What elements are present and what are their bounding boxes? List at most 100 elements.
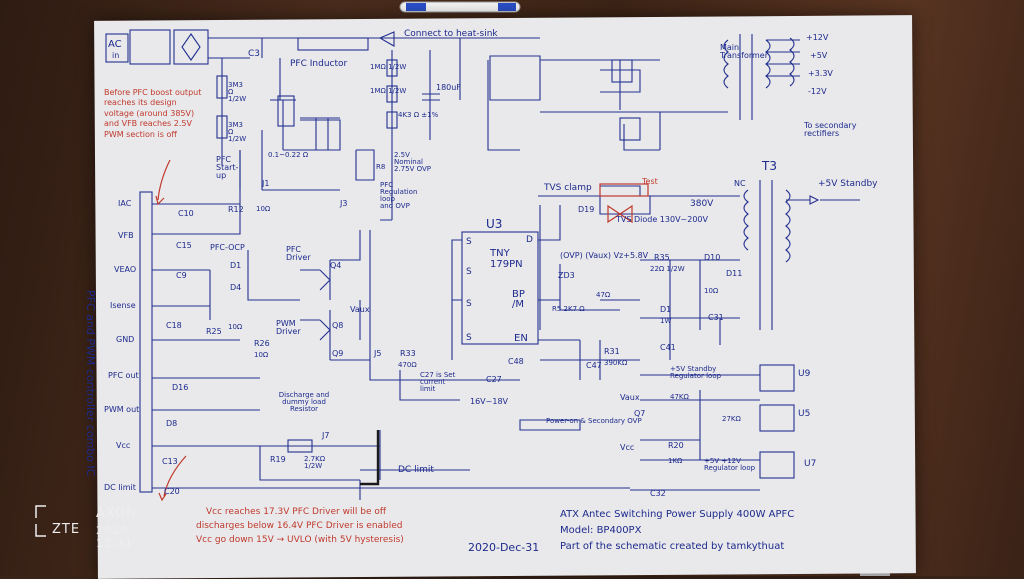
pen bbox=[398, 0, 528, 16]
r25-label: R25 bbox=[206, 327, 222, 336]
q8-label: Q8 bbox=[332, 321, 344, 330]
ac-in-label-2: in bbox=[112, 51, 120, 60]
main-transformer-label: Main Transformer bbox=[720, 43, 769, 60]
d10-label: D10 bbox=[704, 253, 721, 262]
v380-label: 380V bbox=[690, 199, 714, 209]
s-pin-1: S bbox=[466, 237, 472, 247]
r33-label: R33 bbox=[400, 349, 416, 358]
reg-512-label: +5V +12V Regulator loop bbox=[704, 457, 756, 472]
standby-label: +5V Standby bbox=[818, 179, 878, 189]
u9-label: U9 bbox=[798, 369, 811, 379]
r27k-label: 27KΩ bbox=[722, 415, 741, 423]
r19-label: R19 bbox=[270, 455, 286, 464]
pfc-inductor-label: PFC Inductor bbox=[290, 59, 348, 69]
t3-label: T3 bbox=[762, 159, 777, 173]
bp-label: BP /M bbox=[512, 289, 525, 310]
pwm-driver-label: PWM Driver bbox=[276, 319, 301, 336]
u3-tny-ic bbox=[461, 231, 539, 345]
r35-label: R35 bbox=[654, 253, 670, 262]
s-pin-2: S bbox=[466, 267, 472, 277]
s-pin-3: S bbox=[466, 299, 472, 309]
v-range-label: 16V~18V bbox=[470, 397, 509, 406]
r-1m-a: 1MΩ 1/2W bbox=[370, 63, 407, 71]
d1-right-value: 1W bbox=[660, 317, 672, 325]
pfc-driver-label: PFC Driver bbox=[286, 245, 311, 262]
standby-loop-label: +5V Standby Regulator loop bbox=[670, 365, 722, 380]
cap-180uf: 180uF bbox=[436, 83, 461, 92]
test-label: Test bbox=[642, 177, 658, 186]
zd3-label: ZD3 bbox=[558, 271, 575, 280]
title-line-2: Model: BP400PX bbox=[560, 525, 642, 536]
watermark-zte: ZTE bbox=[52, 522, 81, 537]
ic-title: PFC and PWM controller combo IC bbox=[84, 290, 97, 477]
vcc-right-label: Vcc bbox=[620, 443, 635, 452]
sec-output-1: +5V bbox=[810, 51, 828, 60]
pin-vfb: VFB bbox=[118, 231, 134, 240]
r31-label: R31 bbox=[604, 347, 620, 356]
d16-label: D16 bbox=[172, 383, 189, 392]
c32-label: C32 bbox=[650, 489, 666, 498]
r-3m3-a: 3M3 Ω 1/2W bbox=[228, 81, 247, 103]
pin-pfc-out: PFC out bbox=[108, 371, 139, 380]
r47k-label: 47KΩ bbox=[670, 393, 689, 401]
r8-label: R8 bbox=[376, 163, 386, 171]
pin-isense: Isense bbox=[110, 301, 136, 310]
bridge-rectifier bbox=[173, 29, 209, 65]
r35-value: 22Ω 1/2W bbox=[650, 265, 685, 273]
r-4k3: 4K3 Ω ±1% bbox=[398, 111, 439, 119]
sec-output-2: +3.3V bbox=[808, 69, 833, 78]
ovp-vaux-label: (OVP) (Vaux) Vz+5.8V bbox=[560, 251, 649, 260]
date-label: 2020-Dec-31 bbox=[468, 541, 540, 554]
pfc-startup-label: PFC Start-up bbox=[216, 155, 239, 180]
pin-veao: VEAO bbox=[114, 265, 137, 274]
r-3m3-b: 3M3 Ω 1/2W bbox=[228, 121, 247, 143]
vaux-label: Vaux bbox=[620, 393, 640, 402]
r33-value: 470Ω bbox=[398, 361, 417, 369]
r26-value: 10Ω bbox=[254, 351, 269, 359]
r47-label: 47Ω bbox=[596, 291, 611, 299]
r5-label: R5 2K7 Ω bbox=[552, 305, 585, 313]
c27-label: C27 bbox=[486, 375, 502, 384]
poweron-label: Power-on & Secondary OVP bbox=[546, 417, 642, 425]
sec-output-3: -12V bbox=[808, 87, 827, 96]
r20-label: R20 bbox=[668, 441, 684, 450]
j3-label: J3 bbox=[340, 199, 348, 208]
emi-filter bbox=[129, 29, 171, 65]
opto-u7 bbox=[759, 451, 795, 479]
ac-in-label: AC bbox=[108, 39, 122, 50]
note-bottom-1: Vcc reaches 17.3V PFC Driver will be off bbox=[206, 507, 387, 517]
c18-label: C18 bbox=[166, 321, 182, 330]
d11-label: D11 bbox=[726, 269, 743, 278]
d19-label: D19 bbox=[578, 205, 595, 214]
r-1m-b: 1MΩ 1/2W bbox=[370, 87, 407, 95]
u7-label: U7 bbox=[804, 459, 817, 469]
pfc-inductor bbox=[297, 37, 369, 51]
u5-label: U5 bbox=[798, 409, 811, 419]
note-bottom-3: Vcc go down 15V → UVLO (with 5V hysteres… bbox=[196, 535, 404, 545]
d-pin-label: D bbox=[526, 235, 533, 245]
title-line-3: Part of the schematic created by tamkyth… bbox=[560, 541, 785, 552]
controller-ic bbox=[139, 191, 153, 493]
c27-note: C27 is Set current limit bbox=[420, 371, 456, 393]
c15-label: C15 bbox=[176, 241, 192, 250]
q9-label: Q9 bbox=[332, 349, 344, 358]
secondary-rectifiers-label: To secondary rectifiers bbox=[804, 121, 857, 138]
q4-label: Q4 bbox=[330, 261, 342, 270]
note-top: Before PFC boost output reaches its desi… bbox=[104, 88, 202, 139]
note-bottom-2: discharges below 16.4V PFC Driver is ena… bbox=[196, 521, 403, 531]
c9-label: C9 bbox=[176, 271, 187, 280]
c3-label: C3 bbox=[248, 49, 261, 59]
dc-limit-label: DC limit bbox=[398, 465, 434, 475]
r25-value: 10Ω bbox=[228, 323, 243, 331]
q7-label: Q7 bbox=[634, 409, 646, 418]
c31-label: C31 bbox=[708, 313, 724, 322]
r20-value: 1KΩ bbox=[668, 457, 683, 465]
pin-pwm-out: PWM out bbox=[104, 405, 140, 414]
j1-label: J1 bbox=[262, 179, 270, 188]
j7-label: J7 bbox=[322, 431, 330, 440]
d8-label: D8 bbox=[166, 419, 178, 428]
c13-label: C13 bbox=[162, 457, 178, 466]
tvs-diode-label: TVS Diode 130V~200V bbox=[616, 215, 708, 224]
pin-vcc: Vcc bbox=[116, 441, 131, 450]
